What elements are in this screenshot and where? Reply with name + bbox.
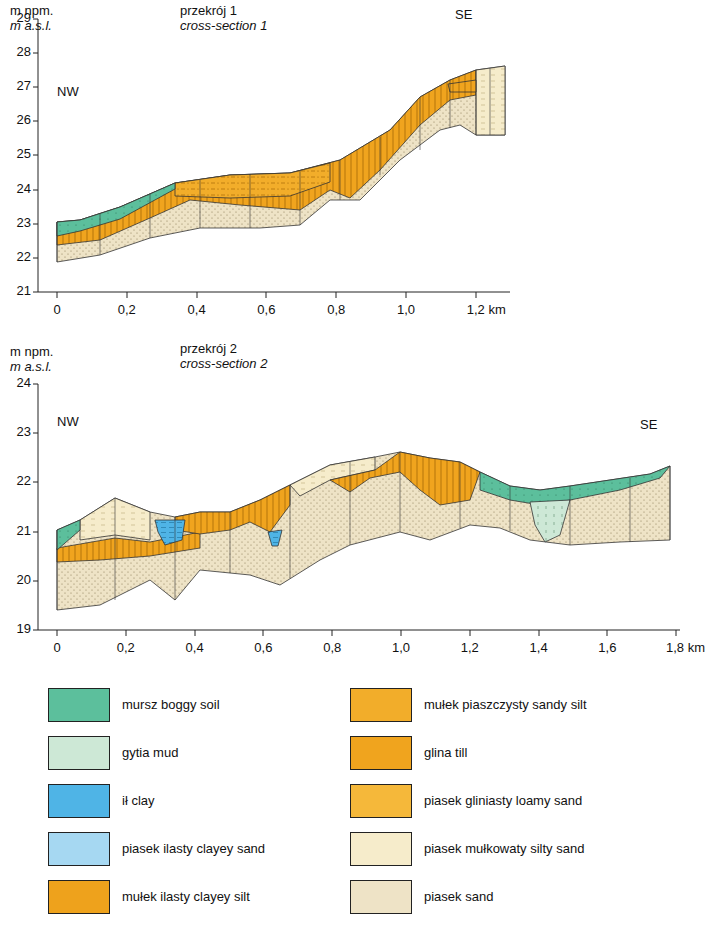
direction-label: NW	[57, 85, 79, 100]
legend-swatch	[48, 784, 110, 818]
section-title: przekrój 1	[180, 4, 237, 19]
axis-tick-label: 0,2	[117, 641, 135, 656]
axis-tick-label: 19	[17, 622, 31, 637]
axis-tick-label: 27	[17, 79, 31, 94]
legend-text: ił clay	[122, 793, 302, 810]
direction-label: SE	[640, 418, 657, 433]
axis-tick-label: 0,4	[186, 641, 204, 656]
axis-tick-label: 24	[17, 182, 31, 197]
axis-tick-label: 0,6	[254, 641, 272, 656]
axis-tick-label: 25	[17, 147, 31, 162]
axis-tick-label: 1,0	[392, 641, 410, 656]
axis-tick-label: 29	[17, 11, 31, 26]
legend-swatch	[48, 832, 110, 866]
axis-unit: m npm.	[10, 345, 53, 360]
direction-label: SE	[455, 8, 472, 23]
axis-tick-label: 0,8	[327, 303, 345, 318]
section-title: cross-section 2	[180, 357, 267, 372]
axis-tick-label: 0	[53, 641, 60, 656]
legend-swatch	[48, 736, 110, 770]
axis-tick-label: 23	[17, 216, 31, 231]
axis-unit: m npm.	[10, 4, 53, 19]
legend-text: piasek sand	[424, 889, 604, 906]
legend-text: mursz boggy soil	[122, 697, 302, 714]
legend-text: mułek ilasty clayey silt	[122, 889, 302, 906]
legend-swatch	[350, 832, 412, 866]
legend-text: gytia mud	[122, 745, 302, 762]
axis-tick-label: 20	[17, 573, 31, 588]
legend-text: glina till	[424, 745, 604, 762]
legend-text: mułek piaszczysty sandy silt	[424, 697, 604, 714]
legend-swatch	[350, 736, 412, 770]
legend-swatch	[48, 688, 110, 722]
legend-swatch	[350, 784, 412, 818]
axis-tick-label: 21	[17, 284, 31, 299]
axis-unit: m a.s.l.	[10, 360, 52, 375]
axis-tick-label: 1,6	[598, 641, 616, 656]
axis-tick-label: 28	[17, 45, 31, 60]
legend-text: piasek ilasty clayey sand	[122, 841, 302, 858]
axis-tick-label: 23	[17, 425, 31, 440]
axis-tick-label: 0,2	[118, 303, 136, 318]
section-title: cross-section 1	[180, 19, 267, 34]
axis-tick-label: 1,2	[461, 641, 479, 656]
axis-tick-label: 21	[17, 524, 31, 539]
section-title: przekrój 2	[180, 342, 237, 357]
legend-swatch	[48, 880, 110, 914]
axis-tick-label: 0	[53, 303, 60, 318]
legend-text: piasek gliniasty loamy sand	[424, 793, 604, 810]
axis-tick-label: 1,0	[397, 303, 415, 318]
axis-tick-label: 1,2 km	[467, 303, 506, 318]
axis-tick-label: 22	[17, 474, 31, 489]
axis-tick-label: 0,8	[323, 641, 341, 656]
axis-tick-label: 0,4	[188, 303, 206, 318]
axis-tick-label: 22	[17, 250, 31, 265]
direction-label: NW	[57, 415, 79, 430]
axis-tick-label: 1,8 km	[666, 641, 705, 656]
axis-tick-label: 24	[17, 376, 31, 391]
legend-text: piasek mułkowaty silty sand	[424, 841, 604, 858]
axis-tick-label: 26	[17, 113, 31, 128]
legend-swatch	[350, 688, 412, 722]
legend-swatch	[350, 880, 412, 914]
axis-tick-label: 0,6	[257, 303, 275, 318]
axis-tick-label: 1,4	[530, 641, 548, 656]
